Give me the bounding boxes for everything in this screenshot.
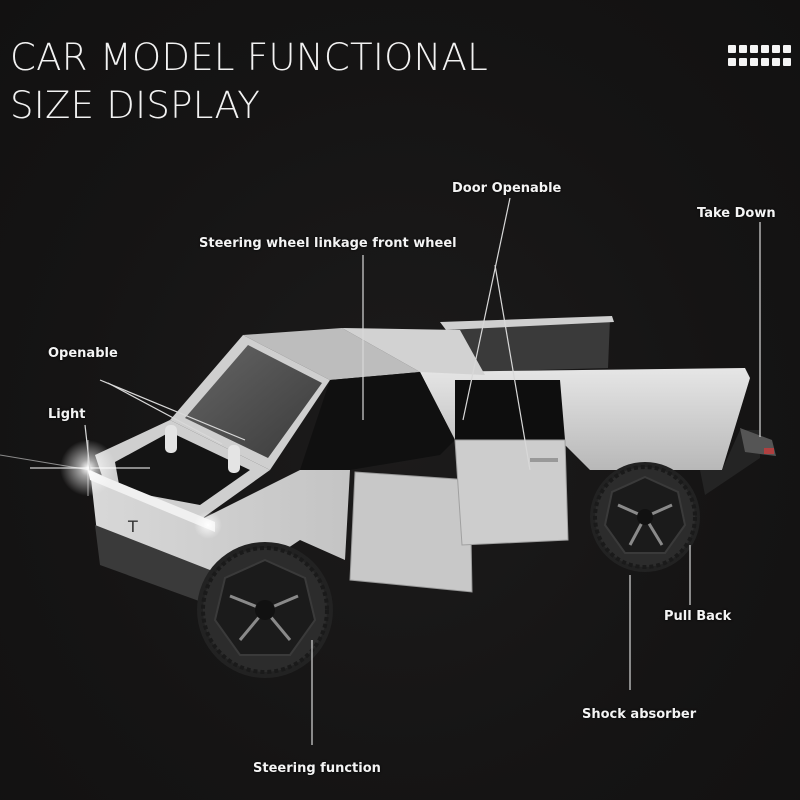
grid-menu-icon xyxy=(728,45,794,73)
label-steering-function: Steering function xyxy=(253,761,381,776)
callout-lines xyxy=(84,197,761,745)
rear-wheel xyxy=(590,462,700,572)
title-line-1: CAR MODEL FUNCTIONAL xyxy=(10,36,489,79)
label-take-down: Take Down xyxy=(697,206,776,221)
label-openable: Openable xyxy=(48,346,118,361)
front-door-open xyxy=(349,471,473,593)
title-line-2: SIZE DISPLAY xyxy=(10,84,261,127)
truck-roof xyxy=(243,328,485,380)
page-title: CAR MODEL FUNCTIONAL SIZE DISPLAY xyxy=(10,34,488,130)
label-steering-linkage: Steering wheel linkage front wheel xyxy=(199,236,457,251)
label-door-openable: Door Openable xyxy=(452,181,562,196)
truck-front-body: T xyxy=(88,470,350,605)
front-wheel xyxy=(197,542,333,678)
cab-interior xyxy=(300,372,565,470)
rear-open-panel xyxy=(440,316,614,372)
rear-door xyxy=(454,439,569,546)
label-shock-absorber: Shock absorber xyxy=(582,707,697,722)
label-pull-back: Pull Back xyxy=(664,609,732,624)
label-light: Light xyxy=(48,407,86,422)
svg-text:T: T xyxy=(127,517,138,536)
